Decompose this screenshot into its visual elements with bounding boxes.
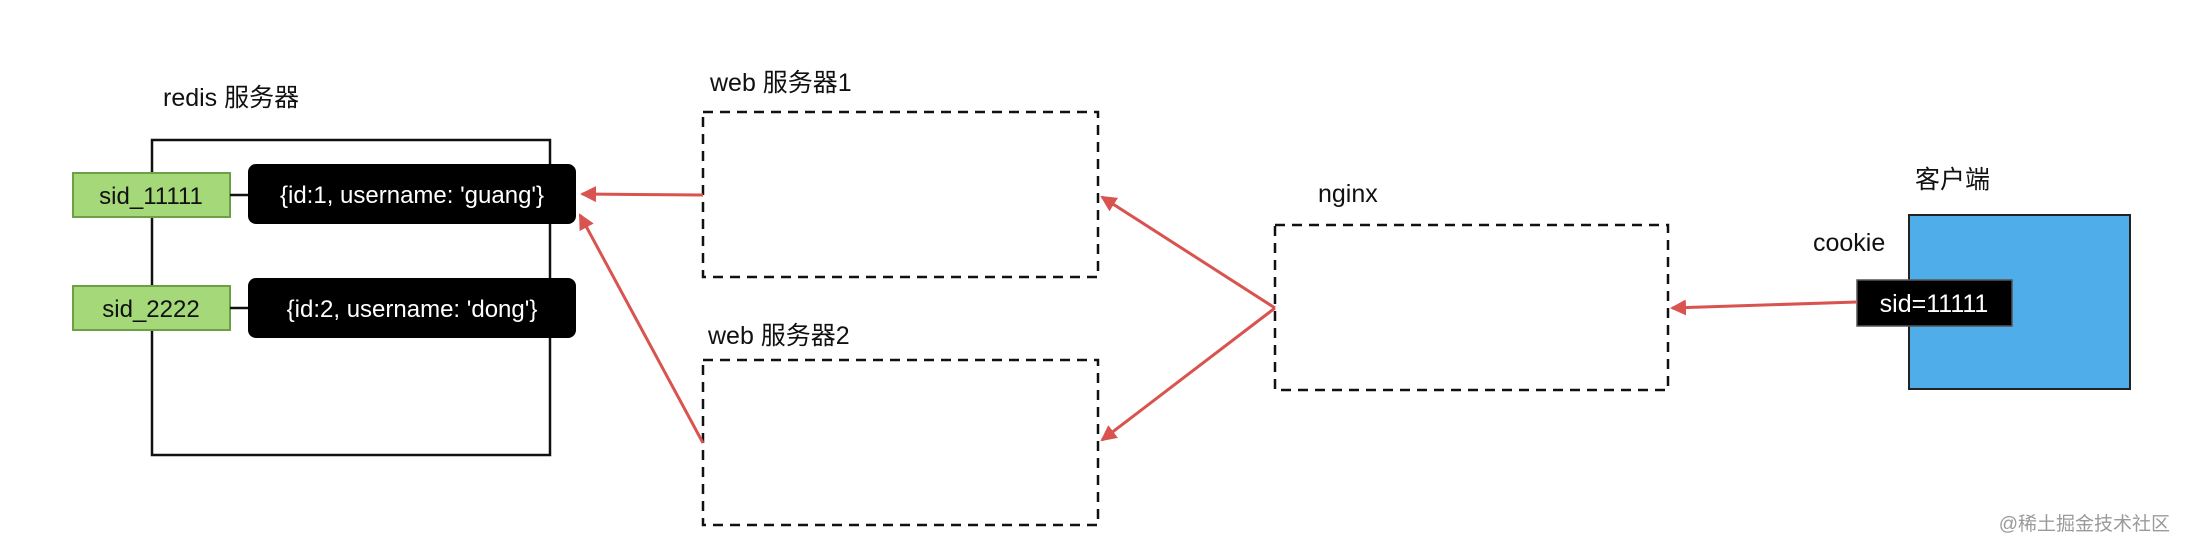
- nginx-box: [1273, 223, 1670, 392]
- session-value-box: [248, 278, 576, 338]
- arrow-nginx-to-web2: [1100, 306, 1276, 442]
- web-server-2-box: [701, 358, 1100, 527]
- web-server-2-title: web 服务器2: [707, 322, 850, 350]
- session-key-label: sid_11111: [99, 183, 203, 210]
- arrow-client-to-nginx: [1670, 299, 1858, 316]
- cookie-label: cookie: [1813, 229, 1885, 257]
- session-row: sid_2222 {id:2, username: 'dong'}: [72, 278, 576, 338]
- web-server-1-title: web 服务器1: [709, 69, 852, 97]
- client-title: 客户端: [1915, 166, 1990, 194]
- session-row: sid_11111 {id:1, username: 'guang'}: [72, 164, 576, 224]
- session-value-label: {id:2, username: 'dong'}: [287, 296, 538, 323]
- nginx-title: nginx: [1318, 180, 1378, 208]
- session-value-label: {id:1, username: 'guang'}: [280, 182, 544, 209]
- session-value-box: [248, 164, 576, 224]
- session-key-box: [72, 285, 231, 331]
- web-server-1-box: [701, 110, 1100, 279]
- arrow-nginx-to-web1: [1100, 195, 1276, 310]
- session-key-label: sid_2222: [102, 296, 199, 323]
- cookie-value-label: sid=11111: [1880, 290, 1989, 318]
- redis-title: redis 服务器: [163, 84, 299, 112]
- arrow-web2-to-redis: [578, 213, 705, 444]
- watermark: @稀土掘金技术社区: [1999, 513, 2170, 535]
- arrow-web1-to-redis: [580, 186, 704, 203]
- session-key-box: [72, 172, 231, 218]
